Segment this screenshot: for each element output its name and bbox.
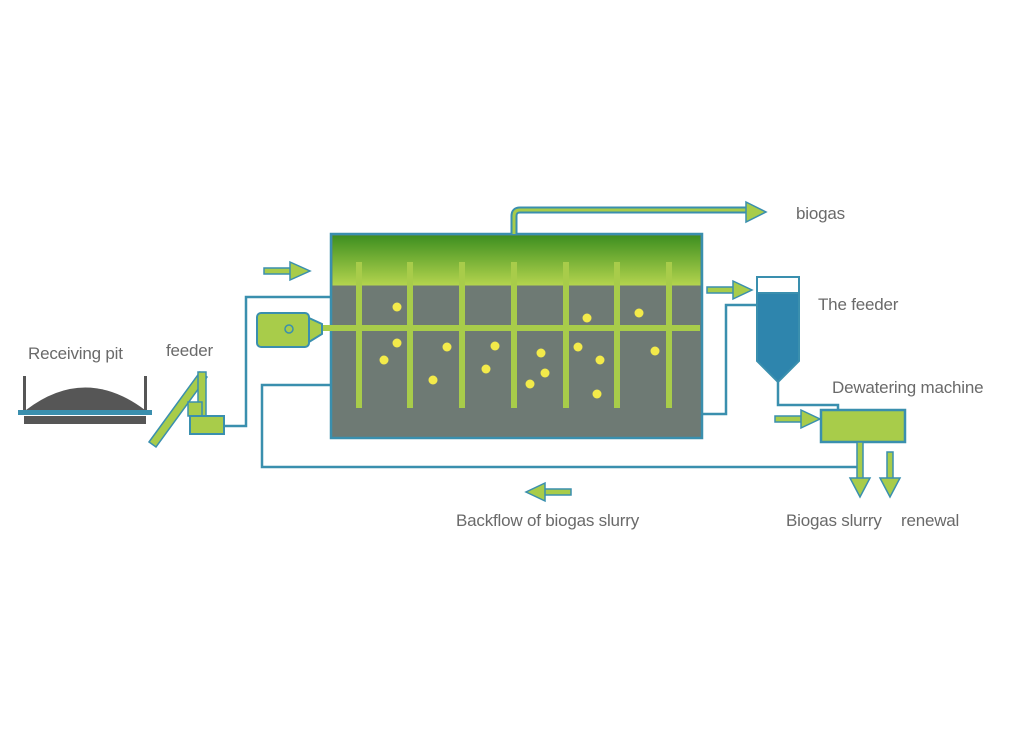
label-receiving-pit: Receiving pit bbox=[28, 344, 123, 363]
stirring-motor bbox=[256, 312, 323, 348]
dewatering-machine bbox=[819, 408, 907, 444]
backflow-arrow-icon bbox=[524, 481, 572, 503]
to-dewatering-arrow-icon bbox=[774, 408, 822, 430]
renewal-arrow-icon bbox=[878, 451, 902, 499]
label-biogas-slurry: Biogas slurry bbox=[786, 511, 882, 530]
label-feeder: feeder bbox=[166, 341, 214, 360]
label-backflow: Backflow of biogas slurry bbox=[456, 511, 640, 530]
feed-pipe bbox=[224, 295, 332, 428]
label-biogas: biogas bbox=[796, 204, 845, 223]
inflow-arrow-icon bbox=[263, 260, 312, 282]
biogas-outlet bbox=[510, 200, 768, 234]
biogas-slurry-arrow-icon bbox=[848, 441, 872, 499]
outflow-pipe bbox=[702, 303, 757, 416]
to-feeder-arrow-icon bbox=[706, 279, 754, 301]
label-dewatering-machine: Dewatering machine bbox=[832, 378, 984, 397]
the-feeder-funnel bbox=[756, 276, 800, 384]
fermentation-tank bbox=[322, 232, 704, 440]
backflow-pipe bbox=[260, 383, 860, 469]
receiving-pit bbox=[18, 376, 152, 424]
feeder-conveyor bbox=[147, 370, 225, 449]
label-the-feeder: The feeder bbox=[818, 295, 899, 314]
funnel-to-dewatering-pipe bbox=[776, 382, 840, 410]
label-renewal: renewal bbox=[901, 511, 960, 530]
gas-bubbles bbox=[379, 302, 660, 399]
